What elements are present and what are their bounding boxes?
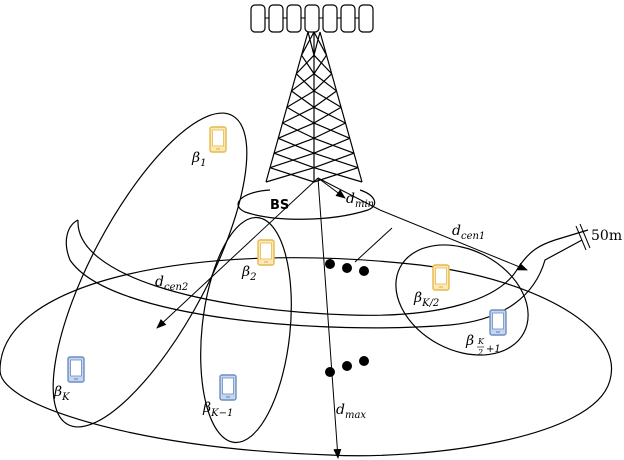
beta-k-half-plus-1-tail: +1 — [486, 344, 501, 355]
d-cen1-arrow-b — [379, 209, 528, 271]
d-min-label: dmin — [346, 191, 374, 210]
d-max-label: dmax — [336, 402, 366, 421]
width-tick-2 — [579, 223, 591, 249]
phone-icon-beta-k-half-plus-1 — [489, 309, 507, 336]
beta-k-label: βK — [53, 384, 70, 403]
d-max-arrow — [317, 177, 342, 459]
width-label: 50m — [591, 228, 622, 244]
d-cen1-arrow-a — [317, 177, 381, 211]
beta-k-minus-1-label: βK−1 — [202, 400, 233, 419]
beta-k-half-label: βK/2 — [413, 290, 439, 309]
ring-outer-edge — [69, 239, 583, 329]
d-cen1-label: dcen1 — [452, 223, 485, 242]
base-station-tower — [250, 4, 374, 183]
beta-1-label: β1 — [191, 150, 206, 169]
d-min-arrow — [317, 177, 346, 199]
beta-k-half-plus-1-label: β — [465, 333, 474, 349]
phone-icon-beta-k-minus-1 — [219, 374, 237, 401]
d-cen1-leader — [354, 227, 393, 263]
phone-icon-beta-k — [67, 356, 85, 383]
outer-cell-boundary — [0, 257, 613, 457]
beta-k-half-plus-1-frac-den: 2 — [477, 348, 483, 357]
ellipsis-dots-upper — [325, 259, 369, 276]
beta-2-label: β2 — [241, 264, 256, 283]
beta-k-half-plus-1-frac-num: K — [477, 337, 485, 346]
bs-label: BS — [270, 198, 289, 213]
user-group-ellipse-3 — [395, 244, 529, 356]
user-group-ellipse-1 — [52, 112, 248, 428]
phone-icon-beta-k-half — [432, 264, 450, 291]
inner-exclusion-arc — [237, 189, 376, 220]
user-group-ellipse-2 — [200, 216, 292, 444]
d-cen2-arrow — [156, 177, 319, 329]
d-cen2-label: dcen2 — [155, 274, 188, 293]
phone-icon-beta-1 — [209, 126, 227, 153]
ring-inner-edge — [77, 219, 589, 316]
ellipsis-dots-lower — [325, 356, 369, 377]
width-tick-1 — [575, 225, 587, 251]
phone-icon-beta-2 — [257, 239, 275, 266]
